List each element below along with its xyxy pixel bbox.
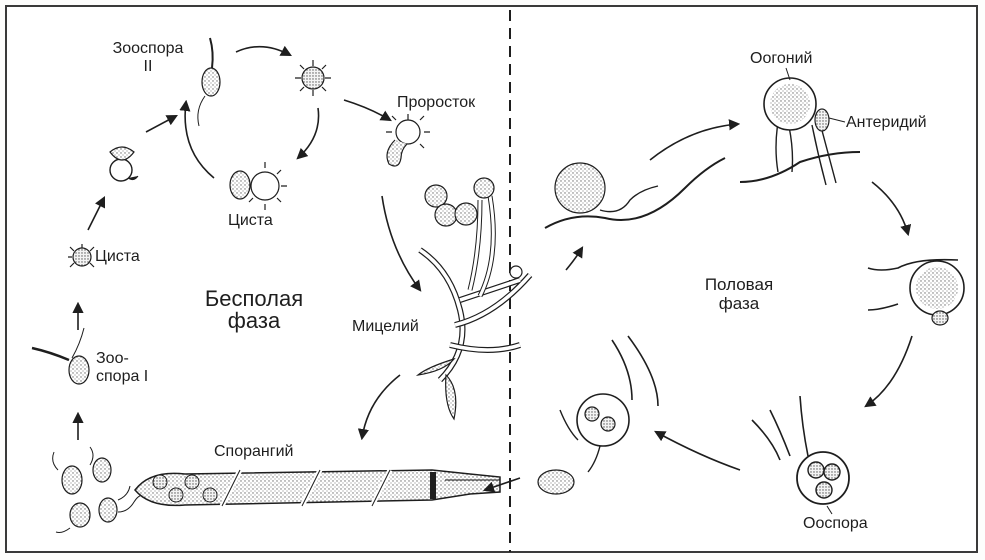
sexual-phase-line1: Половая	[694, 276, 784, 295]
spiked-cyst-top-drawing	[295, 60, 331, 96]
oospore-stage-drawing	[752, 396, 849, 504]
label-zoospore-2: Зооспора II	[108, 40, 188, 76]
oogonium-stage-drawing	[740, 78, 860, 185]
zoospore-1-drawing	[32, 328, 89, 384]
spiked-cyst-bottom-drawing	[230, 162, 287, 210]
label-sprout: Проросток	[397, 94, 475, 112]
sexual-phase-line2: фаза	[694, 295, 784, 314]
zoospore-1-line2: спора I	[96, 368, 148, 386]
label-sporangium: Спорангий	[214, 443, 293, 461]
zoospore-1-line1: Зоо-	[96, 350, 148, 368]
cyst-left-drawing	[68, 244, 94, 267]
sexual-hypha-1	[545, 158, 725, 228]
asexual-phase-line2: фаза	[196, 310, 312, 332]
oospore-germination-drawing	[538, 336, 658, 494]
label-zoospore-1: Зоо- спора I	[96, 350, 148, 386]
mycelium-drawing	[418, 178, 530, 419]
label-oospore: Ооспора	[803, 515, 868, 533]
asexual-cycle-arrows	[78, 47, 582, 490]
label-asexual-phase: Бесполая фаза	[196, 288, 312, 332]
label-mycelium: Мицелий	[352, 318, 419, 336]
label-cyst-top: Циста	[228, 212, 273, 230]
sprout-drawing	[386, 114, 430, 166]
zoospore-2-name: Зооспора	[108, 40, 188, 58]
label-sexual-phase: Половая фаза	[694, 276, 784, 313]
zoospore-2-drawing	[198, 38, 220, 126]
label-cyst-left: Циста	[95, 248, 140, 266]
fertilization-stage-drawing	[868, 260, 964, 325]
asexual-phase-line1: Бесполая	[196, 288, 312, 310]
label-antheridium: Антеридий	[846, 114, 927, 132]
germinating-cyst-drawing	[110, 147, 138, 181]
sporangium-drawing	[135, 470, 500, 506]
zoospore-release-group	[53, 447, 148, 533]
zoospore-2-numeral: II	[108, 58, 188, 76]
label-oogonium: Оогоний	[750, 50, 812, 68]
label-leaders	[786, 68, 845, 514]
